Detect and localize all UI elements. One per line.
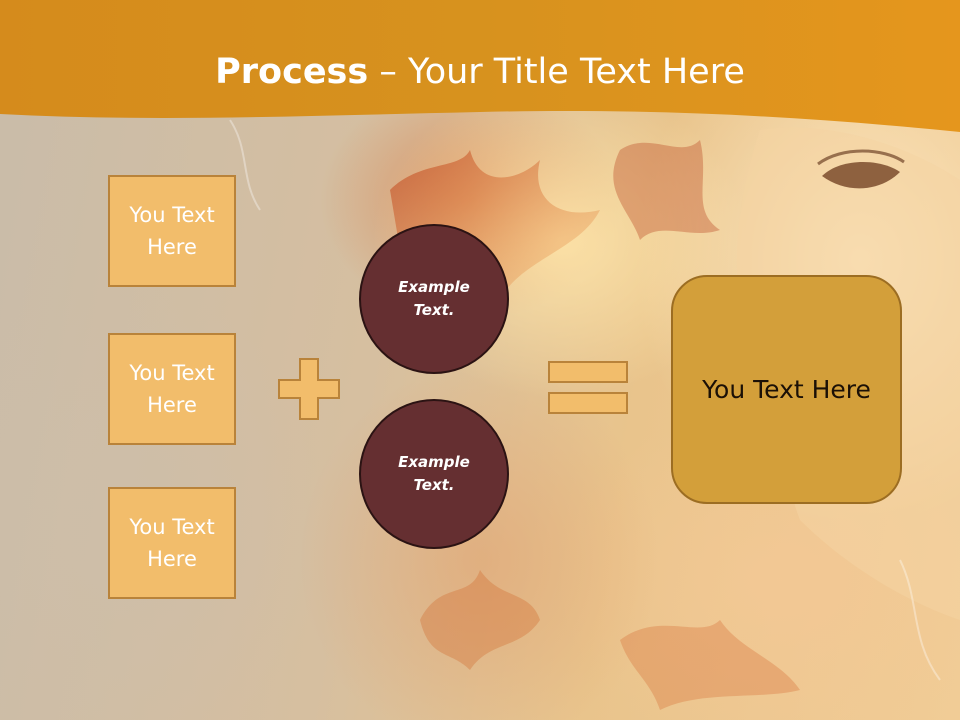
text-box-label: You Text Here xyxy=(129,515,215,571)
circle-label: Example Text. xyxy=(398,278,470,319)
text-box-label: You Text Here xyxy=(129,203,215,259)
example-circle-1[interactable]: Example Text. xyxy=(359,224,509,374)
header-banner xyxy=(0,0,960,132)
text-box-1[interactable]: You Text Here xyxy=(108,175,236,287)
slide-title: Process – Your Title Text Here xyxy=(0,52,960,92)
example-circle-2[interactable]: Example Text. xyxy=(359,399,509,549)
circle-label: Example Text. xyxy=(398,453,470,494)
result-label: You Text Here xyxy=(702,375,871,404)
text-box-label: You Text Here xyxy=(129,361,215,417)
result-box[interactable]: You Text Here xyxy=(671,275,902,504)
title-rest: – Your Title Text Here xyxy=(368,52,745,92)
text-box-2[interactable]: You Text Here xyxy=(108,333,236,445)
plus-icon xyxy=(278,358,340,420)
title-bold: Process xyxy=(215,52,369,92)
text-box-3[interactable]: You Text Here xyxy=(108,487,236,599)
equals-icon xyxy=(548,361,628,414)
